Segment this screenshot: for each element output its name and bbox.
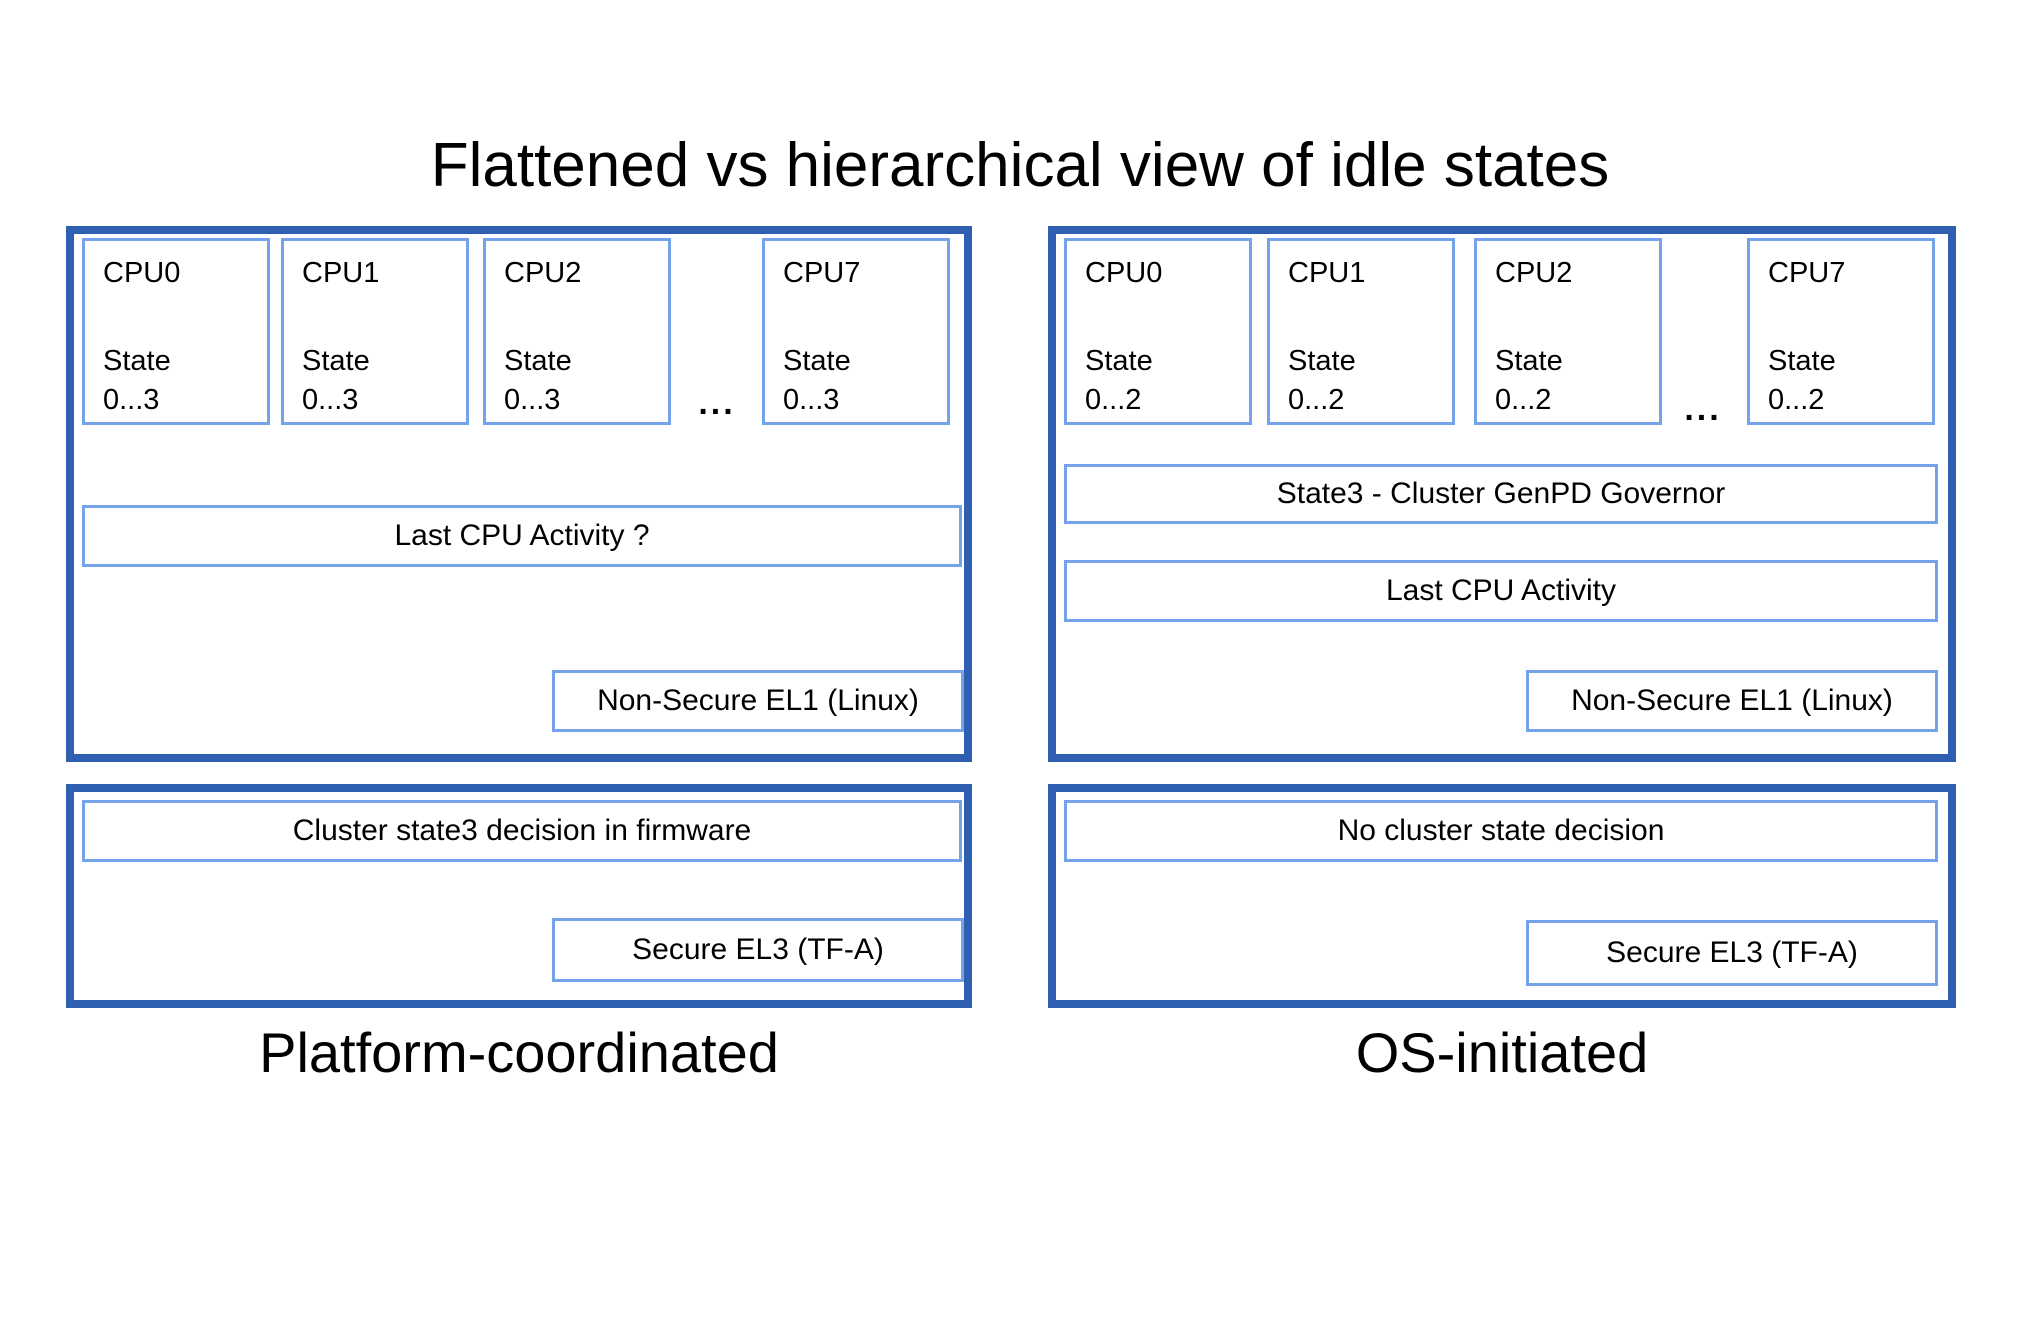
cpu-name: CPU7 [1768,257,1846,289]
cpu-state-line1: State [783,345,851,377]
cpu-state-line2: 0...2 [1495,384,1552,416]
left-nonsecure-el1-box: Non-Secure EL1 (Linux) [552,670,964,732]
cpu-state: State 0...2 [1288,342,1356,420]
left-firmware-decision-box: Cluster state3 decision in firmware [82,800,962,862]
cpu-state-line2: 0...2 [1768,384,1825,416]
left-last-cpu-activity-label: Last CPU Activity ? [394,519,650,552]
right-cpu7-box: CPU7 State 0...2 [1747,238,1935,425]
cpu-name: CPU0 [1085,257,1163,289]
cpu-state-line1: State [1288,345,1356,377]
left-cpu7-box: CPU7 State 0...3 [762,238,950,425]
right-cpu2-box: CPU2 State 0...2 [1474,238,1662,425]
right-no-cluster-decision-label: No cluster state decision [1337,814,1665,847]
right-cpu0-box: CPU0 State 0...2 [1064,238,1252,425]
cpu-state-line1: State [1085,345,1153,377]
right-genpd-governor-label: State3 - Cluster GenPD Governor [1276,477,1726,510]
left-nonsecure-el1-label: Non-Secure EL1 (Linux) [597,684,919,717]
cpu-state-line2: 0...3 [783,384,840,416]
left-panel-caption: Platform-coordinated [259,1021,779,1084]
right-cpu1-box: CPU1 State 0...2 [1267,238,1455,425]
right-cpu-ellipsis: ... [1684,390,1722,428]
left-cpu1-box: CPU1 State 0...3 [281,238,469,425]
left-cpu2-box: CPU2 State 0...3 [483,238,671,425]
cpu-state-line1: State [1768,345,1836,377]
right-genpd-governor-box: State3 - Cluster GenPD Governor [1064,464,1938,524]
left-secure-el3-box: Secure EL3 (TF-A) [552,918,964,982]
cpu-name: CPU1 [302,257,380,289]
cpu-name: CPU7 [783,257,861,289]
left-firmware-decision-label: Cluster state3 decision in firmware [292,814,752,847]
cpu-state-line2: 0...3 [302,384,359,416]
left-cpu0-box: CPU0 State 0...3 [82,238,270,425]
right-secure-el3-label: Secure EL3 (TF-A) [1606,936,1858,969]
cpu-state-line1: State [103,345,171,377]
cpu-state: State 0...3 [103,342,171,420]
cpu-state: State 0...3 [783,342,851,420]
right-last-cpu-activity-label: Last CPU Activity [1385,574,1617,607]
cpu-name: CPU0 [103,257,181,289]
right-panel-caption: OS-initiated [1355,1021,1649,1084]
cpu-state: State 0...2 [1085,342,1153,420]
cpu-state-line2: 0...3 [103,384,160,416]
cpu-state: State 0...3 [302,342,370,420]
cpu-state: State 0...2 [1768,342,1836,420]
cpu-name: CPU2 [1495,257,1573,289]
cpu-state-line1: State [302,345,370,377]
right-nonsecure-el1-box: Non-Secure EL1 (Linux) [1526,670,1938,732]
left-last-cpu-activity-box: Last CPU Activity ? [82,505,962,567]
cpu-state-line1: State [504,345,572,377]
cpu-state-line2: 0...3 [504,384,561,416]
cpu-name: CPU2 [504,257,582,289]
cpu-state-line2: 0...2 [1085,384,1142,416]
right-nonsecure-el1-label: Non-Secure EL1 (Linux) [1571,684,1893,717]
cpu-name: CPU1 [1288,257,1366,289]
left-secure-el3-label: Secure EL3 (TF-A) [632,933,884,966]
right-no-cluster-decision-box: No cluster state decision [1064,800,1938,862]
diagram-title: Flattened vs hierarchical view of idle s… [430,131,1610,200]
cpu-state: State 0...2 [1495,342,1563,420]
cpu-state-line2: 0...2 [1288,384,1345,416]
right-secure-el3-box: Secure EL3 (TF-A) [1526,920,1938,986]
right-last-cpu-activity-box: Last CPU Activity [1064,560,1938,622]
cpu-state: State 0...3 [504,342,572,420]
cpu-state-line1: State [1495,345,1563,377]
left-cpu-ellipsis: ... [698,384,736,422]
